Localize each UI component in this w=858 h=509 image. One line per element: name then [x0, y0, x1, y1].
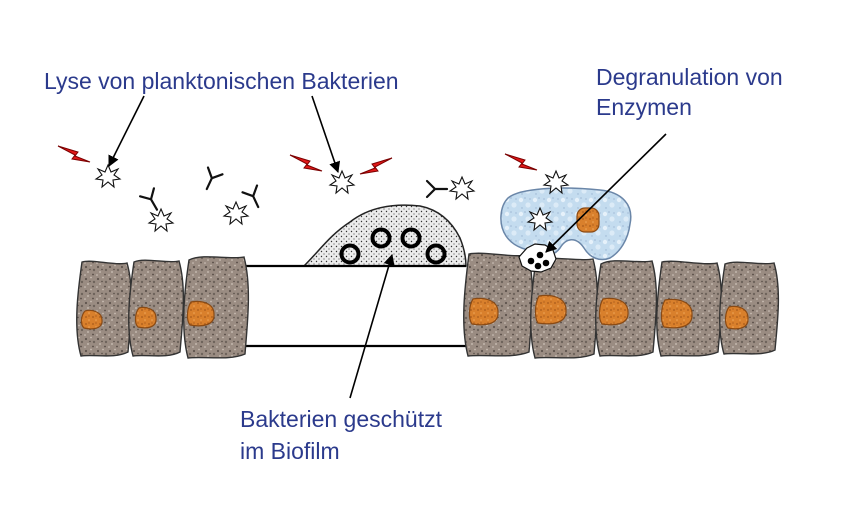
neutrophil-nucleus	[576, 207, 600, 233]
biofilm-bacteria	[339, 227, 447, 265]
cell-nucleus	[80, 309, 103, 330]
epithelial-cell-layer	[76, 252, 780, 359]
label-biofilm-line1: Bakterien geschützt	[240, 406, 443, 432]
label-degranulation-line1: Degranulation von	[596, 64, 783, 90]
lysed-bacterium-icon	[329, 170, 355, 194]
epithelial-cell	[128, 259, 185, 357]
epithelial-cell	[719, 261, 780, 355]
lightning-bolt-icon	[359, 157, 393, 175]
epithelial-cell	[183, 256, 250, 359]
epithelial-cell	[76, 260, 133, 357]
cell-nucleus	[186, 300, 215, 327]
arrow-lysis-left	[108, 95, 145, 168]
label-biofilm-line2: im Biofilm	[240, 438, 340, 464]
arrow-lysis-center	[311, 95, 341, 174]
bacterium-ring-icon	[400, 227, 422, 249]
cell-nucleus	[134, 306, 157, 329]
antibody-icon	[198, 166, 224, 194]
lysed-bacterium-icon	[449, 176, 475, 200]
label-lysis: Lyse von planktonischen Bakterien	[44, 68, 399, 94]
antibody-icon	[425, 179, 449, 199]
neutrophil	[500, 187, 632, 261]
lightning-bolt-icon	[289, 154, 323, 172]
lysed-bacterium-icon	[148, 208, 174, 232]
lightning-bolt-icon	[504, 153, 538, 171]
bacterium-ring-icon	[339, 243, 361, 265]
epithelial-cell	[463, 252, 534, 357]
arrow-biofilm	[349, 253, 395, 399]
cell-nucleus	[724, 305, 749, 330]
bacterium-ring-icon	[425, 243, 447, 265]
lightning-bolt-icon	[57, 145, 91, 163]
biofilm	[302, 204, 467, 267]
lysed-bacterium-icon	[223, 201, 249, 225]
bacterium-ring-icon	[370, 227, 392, 249]
cell-nucleus	[598, 297, 629, 326]
label-degranulation-line2: Enzymen	[596, 94, 692, 120]
cell-nucleus	[660, 298, 693, 329]
cell-nucleus	[534, 294, 567, 325]
lysed-bacterium-icon	[95, 164, 121, 188]
arrow-degranulation	[545, 133, 667, 253]
cell-nucleus	[468, 297, 499, 326]
